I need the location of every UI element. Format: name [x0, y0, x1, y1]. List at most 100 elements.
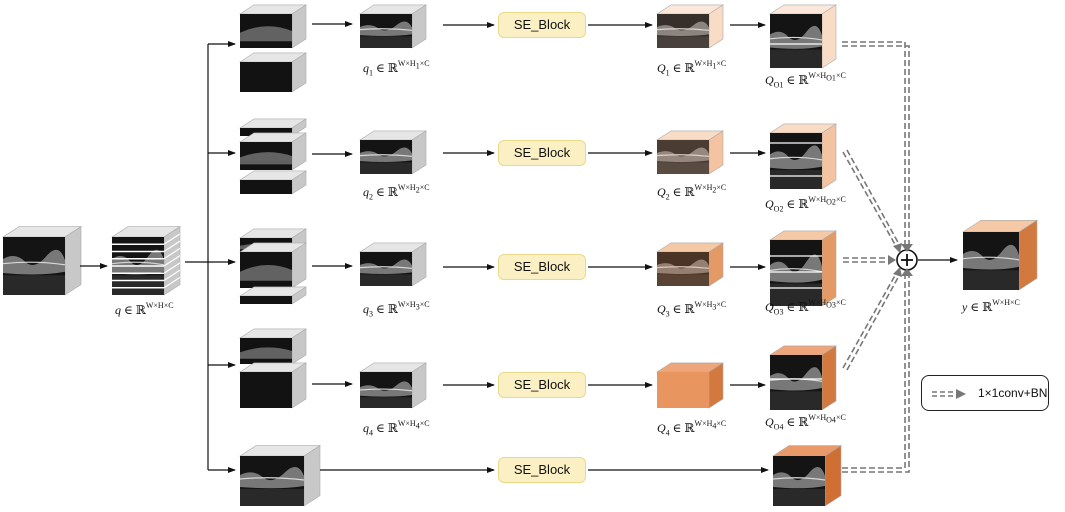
q3-cube: [358, 242, 428, 287]
branch1-slab-top: [238, 4, 308, 49]
label-q2-sup: W×H: [397, 183, 416, 192]
label-q4-sub: 4: [369, 428, 373, 438]
QO1-cube: [768, 4, 838, 69]
label-QO2-supsub: O2: [826, 197, 836, 207]
label-Q2-tail: ×C: [716, 183, 727, 192]
label-input-var: q: [115, 303, 121, 317]
label-Q2-supsub: 2: [712, 185, 717, 195]
label-QO4-sub: O4: [773, 422, 784, 432]
se-block-5: SE_Block: [498, 457, 586, 483]
label-QO4-supsub: O4: [826, 415, 836, 425]
label-QO2-var: Q: [765, 197, 774, 211]
label-QO3-sub: O3: [773, 307, 784, 317]
label-q1-sup: W×H: [397, 59, 416, 68]
input-cube: [1, 226, 83, 296]
label-QO4: QO4 ∈ ℝW×HO4×C: [765, 413, 846, 432]
label-QO3-supsub: O3: [826, 300, 836, 310]
label-QO4-var: Q: [765, 415, 774, 429]
label-Q3-sup: W×H: [694, 300, 713, 309]
label-q1-var: q: [363, 61, 369, 75]
label-Q4: Q4 ∈ ℝW×H4×C: [657, 419, 727, 438]
label-output-sup: W×H×C: [992, 298, 1020, 307]
label-Q1-sub: 1: [665, 68, 670, 78]
label-Q3: Q3 ∈ ℝW×H3×C: [657, 300, 727, 319]
label-Q4-sup: W×H: [694, 419, 713, 428]
label-q1-supsub: 1: [415, 61, 420, 71]
QO4-cube: [768, 345, 838, 411]
branch4-slab-bottom: [238, 362, 308, 409]
label-q2: q2 ∈ ℝW×H2×C: [363, 183, 430, 202]
Q3-cube: [655, 242, 725, 287]
label-output: y ∈ ℝW×H×C: [962, 298, 1020, 314]
se-block-4-label: SE_Block: [513, 377, 571, 392]
label-q4-supsub: 4: [415, 421, 420, 431]
label-Q2-var: Q: [657, 185, 666, 199]
label-q2-var: q: [363, 185, 369, 199]
label-Q4-var: Q: [657, 421, 666, 435]
label-q3-var: q: [363, 302, 369, 316]
se-block-3-label: SE_Block: [513, 259, 571, 274]
label-QO1: QO1 ∈ ℝW×HO1×C: [765, 71, 846, 90]
label-QO4-tail: ×C: [835, 413, 846, 422]
label-QO4-sup: W×H: [808, 413, 827, 422]
dashed-QO2-to-sum: [842, 149, 902, 253]
se-block-2: SE_Block: [498, 140, 586, 166]
Q1-cube: [655, 4, 725, 49]
branch1-slab-bottom: [238, 52, 308, 93]
label-QO1-sub: O1: [773, 80, 784, 90]
se-block-1-label: SE_Block: [513, 17, 571, 32]
label-output-var: y: [962, 300, 968, 314]
label-QO1-tail: ×C: [835, 71, 846, 80]
label-QO2-sup: W×H: [808, 195, 827, 204]
q4-cube: [358, 362, 428, 409]
Q2-cube: [655, 130, 725, 175]
label-q4-sup: W×H: [397, 419, 416, 428]
label-Q2: Q2 ∈ ℝW×H2×C: [657, 183, 727, 202]
label-q1-sub: 1: [369, 68, 373, 78]
label-Q3-var: Q: [657, 302, 666, 316]
label-Q3-sub: 3: [665, 309, 670, 319]
branch2-slab-3: [238, 170, 308, 195]
se-block-2-label: SE_Block: [513, 145, 571, 160]
label-q4-var: q: [363, 421, 369, 435]
label-Q1-sup: W×H: [694, 59, 713, 68]
label-QO2: QO2 ∈ ℝW×HO2×C: [765, 195, 846, 214]
label-Q4-tail: ×C: [716, 419, 727, 428]
QO2-cube: [768, 123, 838, 190]
dashed-QO3-to-sum: [843, 255, 896, 265]
branch5-output-cube: [771, 445, 843, 507]
branch5-input-cube: [238, 445, 322, 507]
label-Q3-tail: ×C: [716, 300, 727, 309]
label-QO1-sup: W×H: [808, 71, 827, 80]
dashed-b5-to-sum: [842, 268, 913, 473]
legend-label: 1×1conv+BN: [978, 386, 1048, 400]
q2-cube: [358, 130, 428, 175]
label-QO2-sub: O2: [773, 204, 784, 214]
label-Q4-supsub: 4: [712, 421, 717, 431]
branch2-slab-2: [238, 132, 308, 171]
sliced-input-cube: [110, 226, 182, 296]
label-Q1: Q1 ∈ ℝW×H1×C: [657, 59, 727, 78]
label-QO1-var: Q: [765, 73, 774, 87]
label-q3-tail: ×C: [419, 300, 430, 309]
branch3-slab-3: [238, 286, 308, 305]
label-QO3: QO3 ∈ ℝW×HO3×C: [765, 298, 846, 317]
branch4-slab-top: [238, 328, 308, 365]
label-q3-sup: W×H: [397, 300, 416, 309]
se-block-3: SE_Block: [498, 254, 586, 280]
label-q2-supsub: 2: [415, 185, 420, 195]
label-QO3-var: Q: [765, 300, 774, 314]
branch3-slab-2: [238, 242, 308, 289]
label-q2-sub: 2: [369, 192, 373, 202]
dashed-arrow-icon: [932, 389, 966, 399]
label-Q1-tail: ×C: [716, 59, 727, 68]
label-Q2-sub: 2: [665, 192, 670, 202]
se-block-1: SE_Block: [498, 12, 586, 38]
label-q3-supsub: 3: [415, 302, 420, 312]
dashed-QO1-to-sum: [842, 41, 913, 252]
label-Q1-var: Q: [657, 61, 666, 75]
label-input: q ∈ ℝW×H×C: [115, 301, 174, 317]
label-Q1-supsub: 1: [712, 61, 717, 71]
